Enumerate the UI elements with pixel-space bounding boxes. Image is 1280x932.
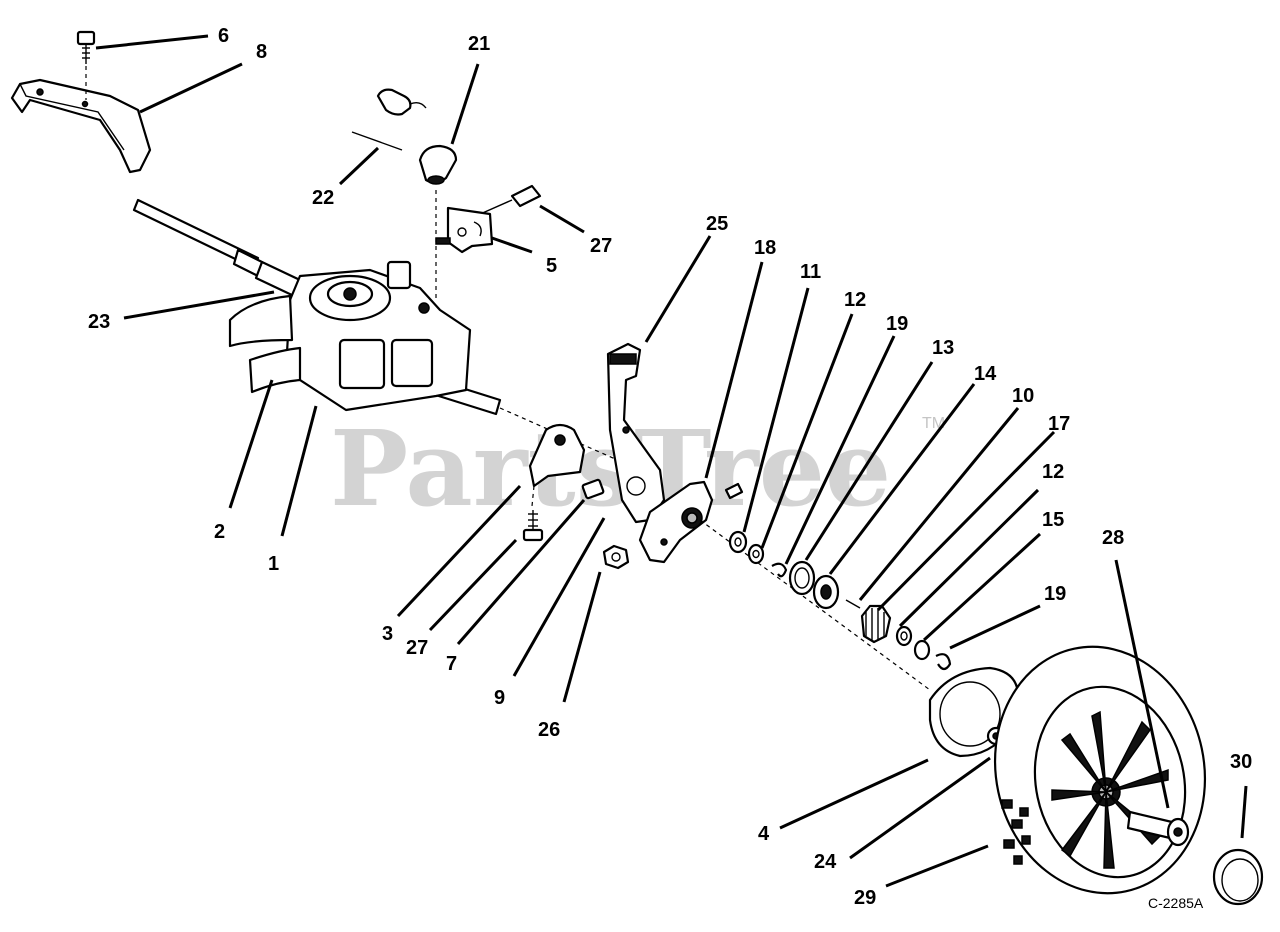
callout-7: 7 [446,653,457,675]
part-height-lever [606,342,666,524]
leader-lines [95,34,1248,888]
callout-10: 10 [1012,385,1034,407]
callout-17: 17 [1048,413,1070,435]
callout-5: 5 [546,255,557,277]
part-hardware-stack [728,530,952,671]
part-knob [351,88,458,300]
callout-15: 15 [1042,509,1064,531]
callout-22: 22 [312,187,334,209]
part-bolt-6 [76,30,96,100]
callout-11: 11 [800,261,821,283]
part-hubcap [1212,848,1264,906]
drawing-code: C-2285A [1148,895,1204,911]
callout-25: 25 [706,213,728,235]
callout-13: 13 [932,337,954,359]
part-transmission [228,260,472,412]
callout-14: 14 [974,363,997,385]
callout-21: 21 [468,33,490,55]
callout-labels: 6 8 21 22 27 5 25 18 11 12 19 13 14 10 1… [88,25,1252,909]
callout-29: 29 [854,887,876,909]
part-bracket [10,78,152,174]
part-lever-plate [435,184,542,254]
callout-19-top: 19 [886,313,908,335]
callout-23: 23 [88,311,110,333]
callout-3: 3 [382,623,393,645]
callout-26: 26 [538,719,560,741]
callout-1: 1 [268,553,279,575]
part-wheel [993,645,1207,895]
callout-2: 2 [214,521,225,543]
callout-4: 4 [758,823,770,845]
callout-19-lower: 19 [1044,583,1066,605]
part-bolt-7 [581,478,605,500]
part-nut [602,544,630,570]
part-axle-bolt [1126,810,1190,847]
callout-27-top: 27 [590,235,612,257]
part-axle-bracket [528,423,586,507]
callout-24: 24 [814,851,837,873]
watermark-trademark: TM [922,415,945,432]
callout-8: 8 [256,41,267,63]
callout-27-lower: 27 [406,637,428,659]
callout-30: 30 [1230,751,1252,773]
callout-12-top: 12 [844,289,866,311]
part-bolt-27 [522,510,544,542]
callout-18: 18 [754,237,776,259]
part-pivot-plate [638,480,931,691]
callout-28: 28 [1102,527,1124,549]
callout-12-lower: 12 [1042,461,1064,483]
callout-9: 9 [494,687,505,709]
callout-6: 6 [218,25,229,47]
